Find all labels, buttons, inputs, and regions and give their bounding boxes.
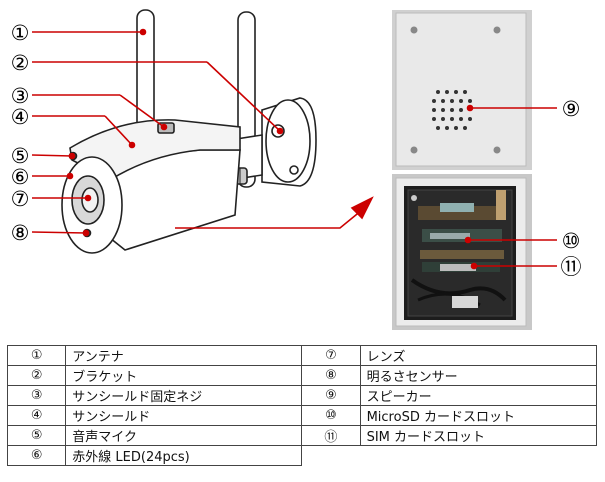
- part-number: ⑤: [6, 425, 67, 446]
- antenna-left: [136, 9, 155, 136]
- part-name: 明るさセンサー: [359, 365, 598, 386]
- sun-shield: [69, 119, 241, 181]
- part-name: ブラケット: [65, 365, 303, 386]
- photo-speaker-panel: [392, 10, 532, 170]
- camera-diagram: ① ② ③ ④ ⑤ ⑥ ⑦ ⑧ ⑨ ⑩ ⑪: [11, 9, 582, 330]
- table-row: ④ サンシールド ⑩ MicroSD カードスロット: [6, 405, 598, 426]
- part-number: ③: [6, 385, 67, 406]
- part-name: スピーカー: [359, 385, 598, 406]
- part-number: ④: [6, 405, 67, 426]
- callout-6: ⑥: [11, 165, 30, 189]
- part-number: ⑧: [301, 365, 361, 386]
- part-number: ⑦: [301, 345, 361, 366]
- part-number: ⑪: [301, 425, 361, 446]
- callout-8: ⑧: [11, 221, 30, 245]
- part-name: サンシールド: [65, 405, 303, 426]
- callout-10: ⑩: [562, 229, 581, 253]
- right-leader-lines: [464, 104, 557, 270]
- table-row: ① アンテナ ⑦ レンズ: [6, 345, 598, 366]
- part-name: アンテナ: [65, 345, 303, 366]
- callout-7: ⑦: [11, 187, 30, 211]
- table-row: ② ブラケット ⑧ 明るさセンサー: [6, 365, 598, 386]
- callout-2: ②: [11, 51, 30, 75]
- callout-3: ③: [11, 84, 30, 108]
- left-leader-lines: [31, 28, 374, 237]
- callout-1: ①: [11, 21, 30, 45]
- part-number: ①: [6, 345, 67, 366]
- part-number: ⑨: [301, 385, 361, 406]
- part-name: 音声マイク: [65, 425, 303, 446]
- table-row: ⑤ 音声マイク ⑪ SIM カードスロット: [6, 425, 598, 446]
- photo-slot-panel: [392, 174, 532, 330]
- part-number: ⑥: [6, 445, 67, 466]
- callout-11: ⑪: [561, 255, 582, 279]
- part-name: MicroSD カードスロット: [359, 405, 598, 426]
- part-name: SIM カードスロット: [359, 425, 598, 446]
- part-name: サンシールド固定ネジ: [65, 385, 303, 406]
- callout-5: ⑤: [11, 144, 30, 168]
- part-name: 赤外線 LED(24pcs): [65, 445, 303, 466]
- callout-9: ⑨: [562, 97, 581, 121]
- part-number: ⑩: [301, 405, 361, 426]
- callout-4: ④: [11, 105, 30, 129]
- part-name: レンズ: [359, 345, 598, 366]
- part-number: ②: [6, 365, 67, 386]
- table-row: ③ サンシールド固定ネジ ⑨ スピーカー: [6, 385, 598, 406]
- speaker-grille: [432, 90, 472, 130]
- table-row: ⑥ 赤外線 LED(24pcs): [6, 445, 597, 466]
- parts-table: ① アンテナ ⑦ レンズ ② ブラケット ⑧ 明るさセンサー ③ サンシールド固…: [6, 345, 598, 466]
